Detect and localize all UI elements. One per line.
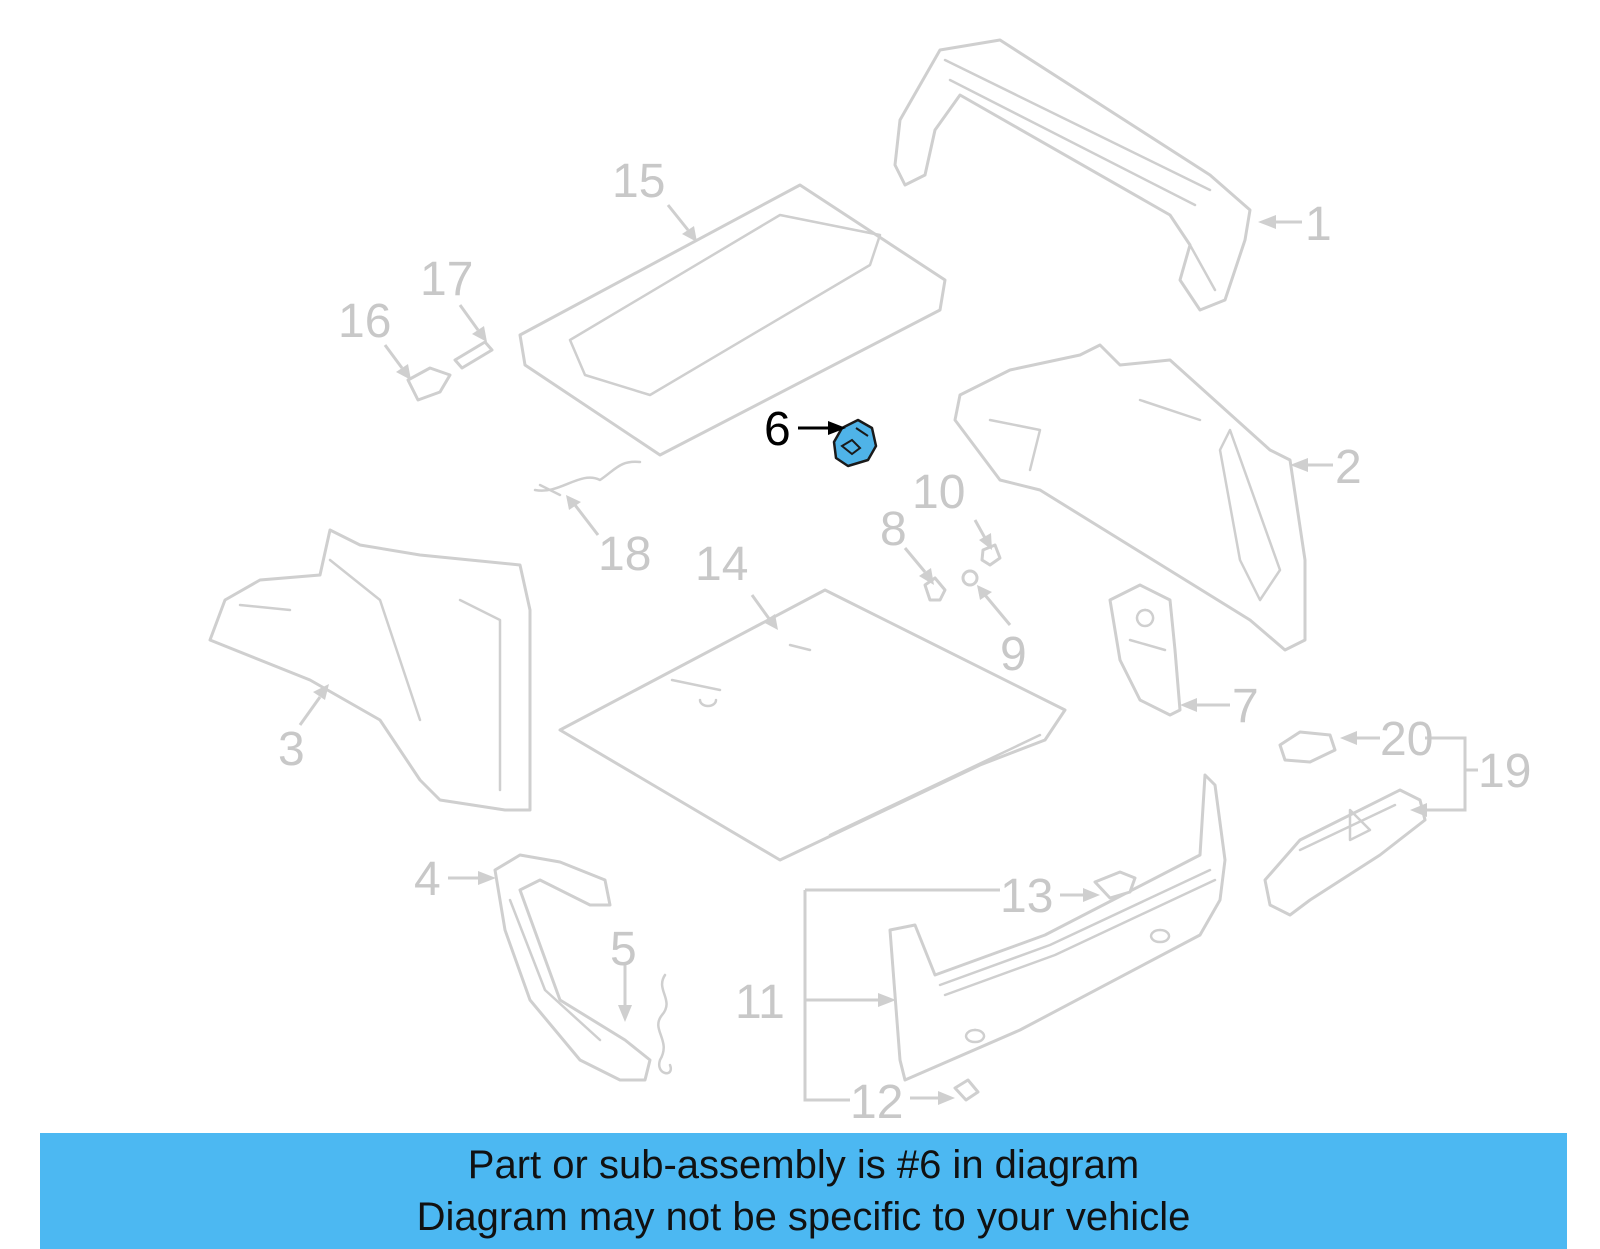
callout-2: 2 (1335, 441, 1362, 494)
callout-15: 15 (612, 155, 665, 208)
part-17-pin (453, 340, 494, 370)
callout-labels: 1 2 3 4 5 6 7 8 9 10 11 12 13 14 15 16 1… (278, 155, 1531, 1129)
callout-4: 4 (414, 853, 441, 906)
part-7-bracket (1108, 583, 1182, 717)
part-9-washer (961, 569, 979, 587)
callout-5: 5 (610, 923, 637, 976)
part-8-fastener (923, 576, 947, 602)
callout-8: 8 (880, 503, 907, 556)
part-6-clip-highlighted (832, 418, 878, 468)
part-3-left-trim-panel (208, 528, 532, 812)
part-5-sill-seal (618, 965, 673, 1075)
part-12-clip (953, 1078, 980, 1102)
parts-diagram: 1 2 3 4 5 6 7 8 9 10 11 12 13 14 15 16 1… (208, 38, 1531, 1129)
banner-part-note: Part or sub-assembly is #6 in diagram (467, 1143, 1140, 1187)
callout-18: 18 (598, 528, 651, 581)
part-13-clip (1093, 870, 1137, 900)
part-18-cable (533, 460, 642, 497)
part-19-latch-assembly (1263, 788, 1427, 917)
callout-19: 19 (1478, 745, 1531, 798)
callout-20: 20 (1380, 713, 1433, 766)
callout-13: 13 (1000, 870, 1053, 923)
callout-7: 7 (1232, 680, 1259, 733)
part-4-sill-trim (493, 853, 652, 1082)
callout-1: 1 (1305, 198, 1332, 251)
part-15-rear-shelf (518, 183, 947, 457)
part-2-right-trim-panel (953, 343, 1307, 652)
callout-9: 9 (1000, 628, 1027, 681)
callout-6: 6 (764, 403, 791, 456)
part-16-hinge (406, 366, 452, 402)
callout-12: 12 (850, 1076, 903, 1129)
callout-17: 17 (420, 253, 473, 306)
part-10-grommet (980, 543, 1002, 567)
callout-11: 11 (735, 976, 785, 1029)
info-banner: Part or sub-assembly is #6 in diagram Di… (40, 1133, 1567, 1249)
part-11-rear-sill-trim (888, 773, 1227, 1082)
callout-16: 16 (338, 295, 391, 348)
callout-3: 3 (278, 723, 305, 776)
leader-lines (298, 204, 1478, 1105)
callout-10: 10 (912, 466, 965, 519)
part-14-cargo-floor (558, 588, 1067, 862)
part-1-rear-trim (893, 38, 1252, 312)
part-20-lamp-bulb (1278, 730, 1337, 764)
callout-14: 14 (695, 538, 748, 591)
banner-disclaimer: Diagram may not be specific to your vehi… (416, 1195, 1191, 1239)
